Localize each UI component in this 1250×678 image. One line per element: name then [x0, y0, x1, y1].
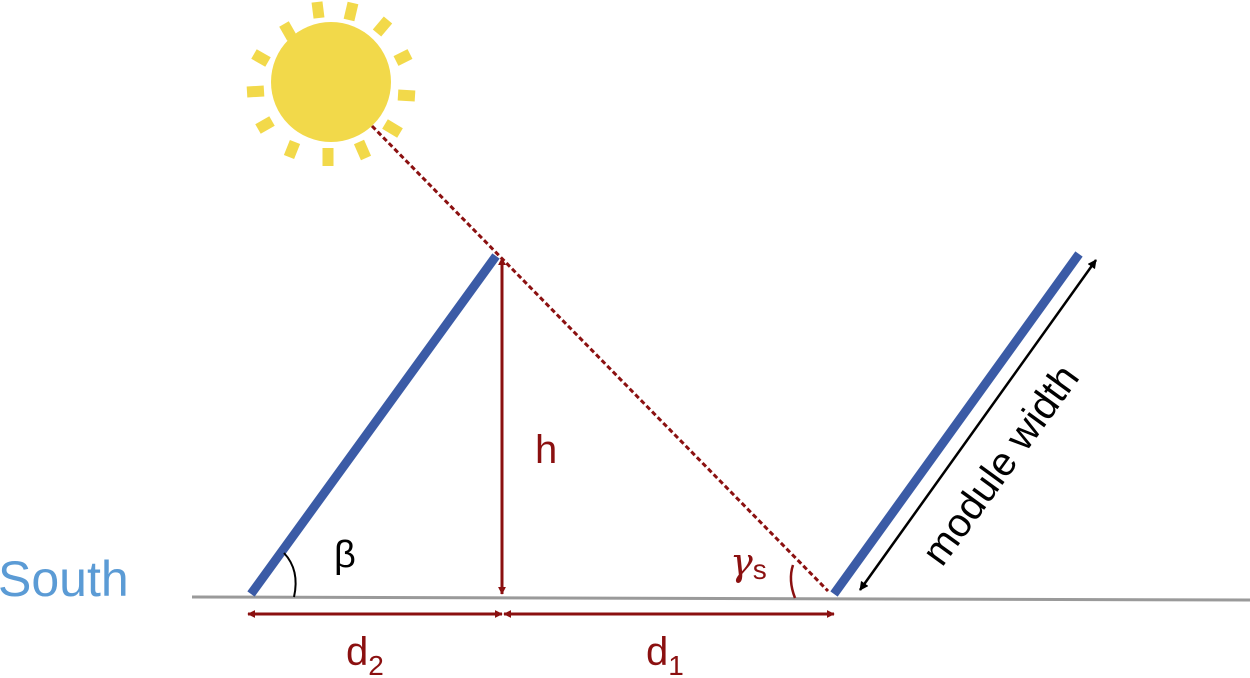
d2-main: d — [346, 630, 368, 674]
d1-subscript: 1 — [668, 650, 684, 678]
gamma-subscript: s — [753, 554, 767, 585]
module-width-label: module width — [914, 357, 1088, 574]
gamma-symbol: γ — [730, 540, 753, 584]
gamma-label: γs — [730, 540, 767, 585]
ground-line — [191, 595, 1250, 602]
beta-label: β — [334, 534, 356, 576]
d1-label: d1 — [646, 630, 684, 678]
height-label: h — [535, 428, 557, 472]
d1-main: d — [646, 630, 668, 674]
sun-ray-dashed — [370, 124, 830, 593]
d2-label: d2 — [346, 630, 384, 678]
beta-angle-arc — [283, 552, 297, 598]
gamma-angle-arc — [789, 564, 797, 599]
d2-subscript: 2 — [368, 650, 384, 678]
sun-icon — [246, 1, 416, 166]
front-panel — [247, 253, 500, 597]
south-label: South — [0, 551, 129, 607]
module-width-arrow — [858, 259, 1098, 591]
